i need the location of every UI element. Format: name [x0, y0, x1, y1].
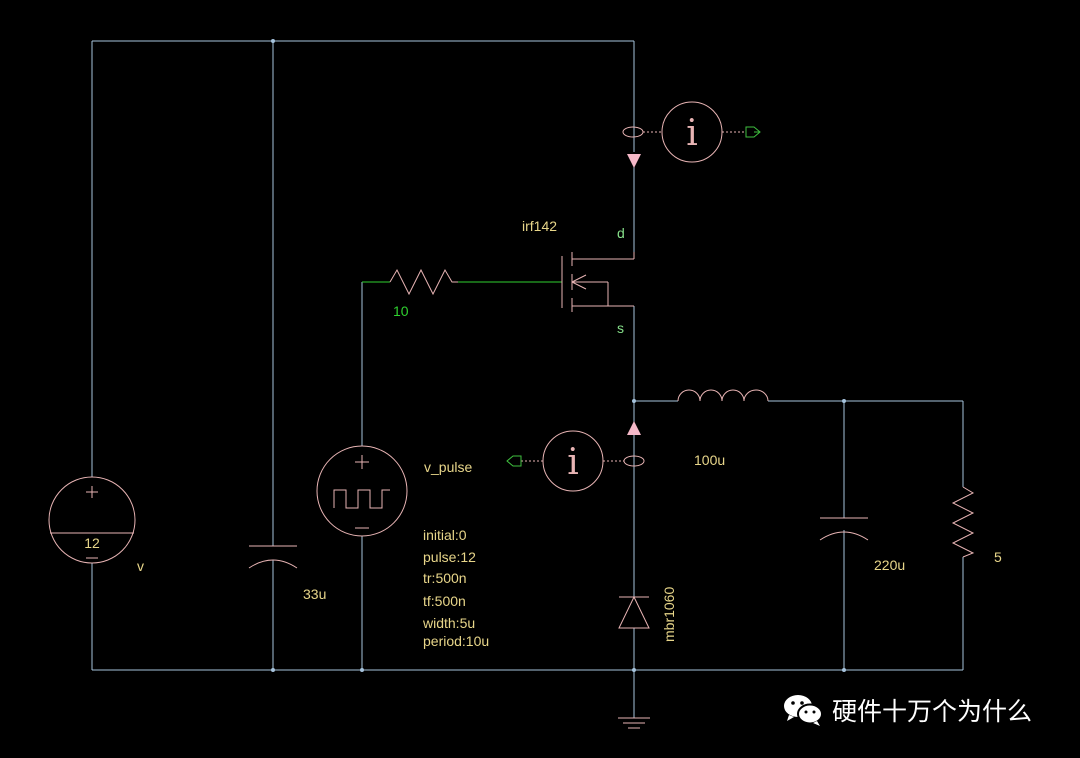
ground-symbol	[618, 717, 650, 729]
pulse-name: v_pulse	[424, 459, 472, 475]
cout-value: 220u	[874, 557, 905, 573]
wechat-icon	[784, 695, 823, 726]
cin-value: 33u	[303, 586, 326, 602]
current-probe-mid[interactable]	[506, 430, 645, 492]
mosfet-drain-label: d	[617, 225, 625, 241]
probe-output-terminal	[745, 126, 761, 138]
current-arrow-down	[627, 154, 641, 168]
pulse-param: period:10u	[423, 633, 489, 649]
watermark-text: 硬件十万个为什么	[832, 697, 1033, 726]
junction-dot	[271, 39, 275, 43]
pulse-param: tf:500n	[423, 593, 466, 609]
inductor-value: 100u	[694, 452, 725, 468]
probe-mid-symbol: i	[567, 442, 579, 483]
current-arrow-up	[627, 421, 641, 435]
probe-output-terminal	[506, 455, 522, 467]
mosfet-source-label: s	[617, 320, 624, 336]
junction-dot	[842, 399, 846, 403]
pulse-source[interactable]	[316, 445, 408, 537]
gate-resistor[interactable]	[389, 268, 458, 296]
pulse-param: pulse:12	[423, 549, 476, 565]
junction-dot	[271, 668, 275, 672]
output-capacitor[interactable]	[819, 517, 869, 541]
junction-dot	[632, 668, 636, 672]
watermark: 硬件十万个为什么	[782, 690, 1032, 730]
vsource-value: 12	[84, 535, 100, 551]
dc-voltage-source[interactable]	[48, 476, 136, 564]
rload-value: 5	[994, 549, 1002, 565]
junction-dots	[271, 39, 846, 672]
diode[interactable]	[618, 595, 650, 629]
input-capacitor[interactable]	[248, 545, 298, 569]
load-resistor[interactable]	[951, 486, 975, 558]
junction-dot	[632, 399, 636, 403]
pulse-param: width:5u	[422, 615, 475, 631]
pulse-params: initial:0 pulse:12 tr:500n tf:500n width…	[422, 527, 489, 649]
vsource-name: v	[137, 558, 144, 574]
wires	[91, 40, 964, 718]
mosfet[interactable]	[561, 252, 635, 312]
diode-model: mbr1060	[661, 587, 677, 642]
inductor[interactable]	[677, 389, 769, 402]
pulse-param: initial:0	[423, 527, 467, 543]
mosfet-model: irf142	[522, 218, 557, 234]
pulse-param: tr:500n	[423, 570, 467, 586]
junction-dot	[842, 668, 846, 672]
rgate-value: 10	[393, 303, 409, 319]
probe-top-symbol: i	[686, 113, 698, 154]
junction-dot	[360, 668, 364, 672]
current-probe-top[interactable]	[622, 101, 761, 163]
